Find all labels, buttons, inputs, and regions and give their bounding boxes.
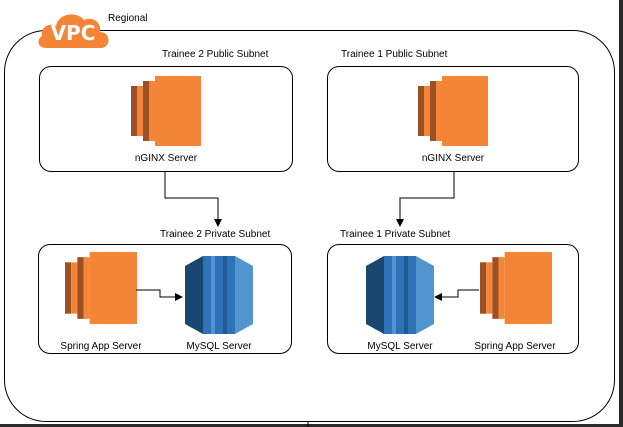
ec2-instance-icon[interactable] xyxy=(480,252,552,324)
window-border-bottom xyxy=(0,424,623,427)
rds-database-icon[interactable] xyxy=(366,256,434,334)
subnet-title-t2-private: Trainee 2 Private Subnet xyxy=(160,229,271,240)
app-server-label: Spring App Server xyxy=(60,341,142,352)
server-label: nGINX Server xyxy=(421,153,485,164)
subnet-t2-private[interactable]: Spring App Server MySQL Server xyxy=(38,244,292,354)
db-server-label: MySQL Server xyxy=(367,341,433,352)
subnet-t1-public[interactable]: nGINX Server xyxy=(327,66,579,172)
subnet-t2-public[interactable]: nGINX Server xyxy=(39,66,293,172)
rds-database-icon[interactable] xyxy=(185,256,253,334)
ec2-instance-icon[interactable] xyxy=(131,76,201,146)
ec2-instance-icon[interactable] xyxy=(418,76,488,146)
vpc-logo-text: VPC xyxy=(50,21,96,45)
db-server-label: MySQL Server xyxy=(186,341,252,352)
subnet-title-t2-public: Trainee 2 Public Subnet xyxy=(162,49,269,60)
subnet-title-t1-private: Trainee 1 Private Subnet xyxy=(340,229,451,240)
app-server-label: Spring App Server xyxy=(474,341,556,352)
subnet-t1-private[interactable]: MySQL Server Spring App Server xyxy=(327,244,579,354)
vpc-scope-label: Regional xyxy=(108,13,148,24)
server-label: nGINX Server xyxy=(134,153,198,164)
subnet-title-t1-public: Trainee 1 Public Subnet xyxy=(341,49,448,60)
window-border-right xyxy=(619,0,623,427)
ec2-instance-icon[interactable] xyxy=(65,252,137,324)
